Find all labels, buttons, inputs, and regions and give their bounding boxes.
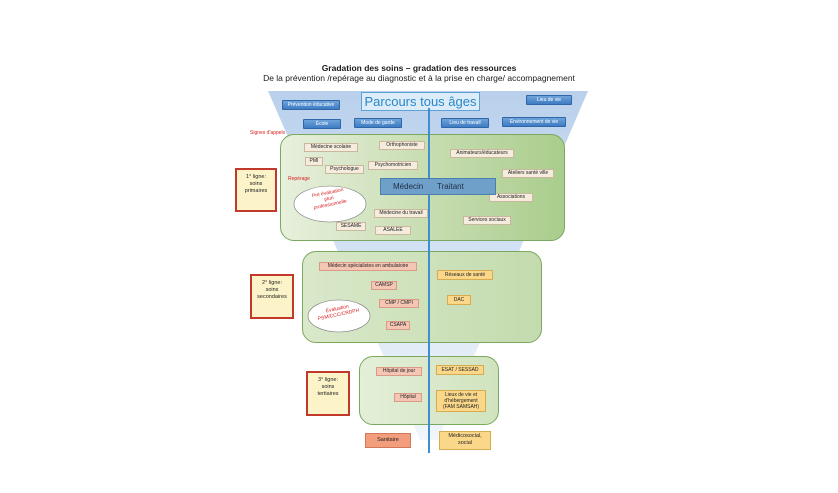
lieux-line2: d'hébergement [444,398,478,404]
medecin-label: Médecin [393,182,424,191]
item-medecine-travail: Médecine du travail [374,209,428,218]
level-primary-line3: primaires [244,188,268,194]
footer-medico-line1: Médicosocial, [448,433,482,439]
main-title: Parcours tous âges [361,92,480,111]
level-primary-line2: soins [249,181,263,187]
level-secondary-line1: 2° ligne: [262,280,282,286]
item-dac: DAC [447,295,471,305]
reperage-label: Repérage [288,176,310,182]
item-cmp: CMP / CMPI [379,299,419,308]
tag-environnement: Environnement de vie [502,117,566,127]
item-csapa: CSAPA [386,321,410,330]
level-secondary-line2: soins [265,287,279,293]
item-medecine-scolaire: Médecine scolaire [304,143,358,152]
lieux-line3: (FAM SAMSAH) [442,404,480,410]
item-ateliers: Ateliers santé ville [502,169,554,178]
level-box-primary: 1° ligne: soins primaires [235,168,277,212]
cloud-pre-evaluation-icon [293,185,367,223]
item-psychomotricien: Psychomotricien [368,161,418,170]
level-tertiary-line2: soins [321,384,335,390]
tag-ecole: École [303,119,341,129]
item-associations: Associations [489,193,533,202]
item-services-sociaux: Services sociaux [463,216,511,225]
item-reseaux: Réseaux de santé [437,270,493,280]
item-specialistes: Médecin spécialistes en ambulatoire [319,262,417,271]
item-lieux-vie: Lieux de vie et d'hébergement (FAM SAMSA… [436,390,486,412]
item-camsp: CAMSP [371,281,397,290]
diagram-subtitle: De la prévention /repérage au diagnostic… [263,73,575,83]
diagram-title: Gradation des soins – gradation des ress… [321,63,517,73]
item-sesame: SESAME [336,222,366,231]
traitant-label: Traitant [437,182,464,191]
tag-lieu-vie: Lieu de vie [526,95,572,105]
item-esat: ESAT / SESSAD [436,365,484,375]
signes-appels-label: Signes d'appels [250,130,286,136]
level-box-secondary: 2° ligne: soins secondaires [250,274,294,319]
tag-mode-garde: Mode de garde [354,118,402,128]
medecin-traitant-box: Médecin Traitant [380,178,496,195]
level-tertiary-line1: 3° ligne: [318,377,338,383]
cloud-evaluation-icon [307,299,371,333]
item-asalee: ASALEE [375,226,411,235]
footer-sanitaire: Sanitaire [365,433,411,448]
item-hopital: Hôpital [394,393,422,402]
tag-prevention: Prévention éducative [282,100,340,110]
level-primary-line1: 1° ligne: [246,174,266,180]
item-orthophoniste: Orthophoniste [379,141,425,150]
item-hopital-jour: Hôpital de jour [376,367,422,376]
item-animateurs: Animateurs/éducateurs [450,149,514,158]
level-box-tertiary: 3° ligne: soins tertiaires [306,371,350,416]
footer-medico-line2: social [457,440,473,446]
tag-lieu-travail: Lieu de travail [441,118,489,128]
vertical-axis [428,108,430,453]
footer-medicosocial: Médicosocial, social [439,431,491,450]
lieux-line1: Lieux de vie et [444,392,478,398]
item-pmi: PMI [305,157,323,166]
level-tertiary-line3: tertiaires [317,391,339,397]
level-secondary-line3: secondaires [257,294,287,300]
item-psychologue: Psychologue [325,165,364,174]
